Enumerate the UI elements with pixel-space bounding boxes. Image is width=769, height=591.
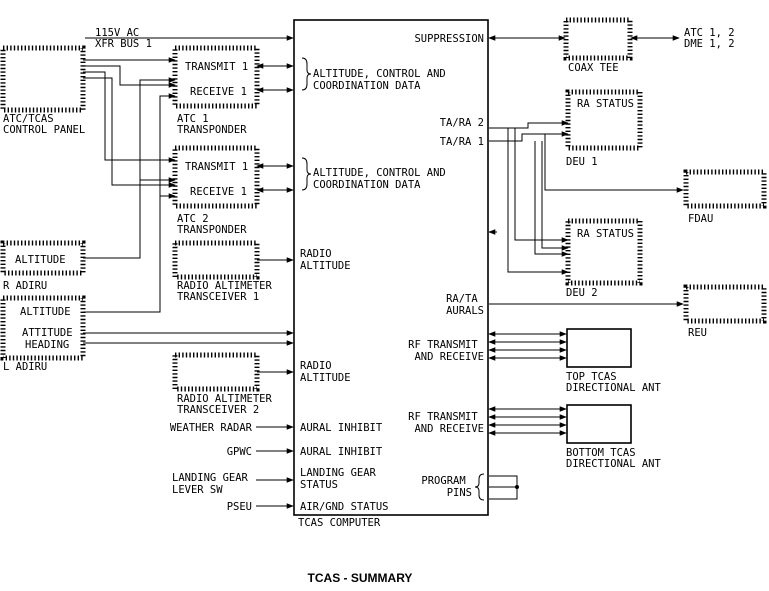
fdau-label: FDAU — [688, 213, 713, 225]
l-adiru-heading: HEADING — [25, 339, 69, 351]
r-adiru: ALTITUDE R ADIRU — [0, 77, 176, 292]
top-antenna-caption: TOP TCAS DIRECTIONAL ANT — [566, 371, 662, 394]
port-radio-altitude-1: RADIO ALTITUDE — [300, 248, 351, 272]
bottom-antenna-caption: BOTTOM TCAS DIRECTIONAL ANT — [566, 447, 662, 470]
program-pins-jumper — [474, 473, 519, 501]
diagram-caption: TCAS - SUMMARY — [308, 571, 413, 585]
bottom-tcas-antenna: BOTTOM TCAS DIRECTIONAL ANT — [488, 404, 662, 470]
radio-altimeter-2: RADIO ALTIMETER TRANSCEIVER 2 — [172, 352, 294, 416]
weather-radar-label: WEATHER RADAR — [170, 422, 253, 434]
atc2-transponder: TRANSMIT 1 RECEIVE 1 ATC 2 TRANSPONDER A… — [172, 145, 452, 236]
deu-2-caption: DEU 2 — [566, 287, 598, 299]
landing-gear-lever-label: LANDING GEAR LEVER SW — [172, 472, 254, 496]
control-panel-label: ATC/TCAS CONTROL PANEL — [3, 113, 85, 136]
atc1-data-note: ALTITUDE, CONTROL AND COORDINATION DATA — [313, 68, 452, 92]
port-ta-ra-2: TA/RA 2 — [440, 117, 484, 129]
port-air-gnd-status: AIR/GND STATUS — [300, 501, 389, 513]
atc2-receive-label: RECEIVE 1 — [190, 186, 247, 198]
port-ta-ra-1: TA/RA 1 — [440, 136, 484, 148]
l-adiru-attitude: ATTITUDE — [22, 327, 73, 339]
atc-dme-label: ATC 1, 2 DME 1, 2 — [684, 27, 741, 50]
atc2-transmit-label: TRANSMIT 1 — [185, 161, 248, 173]
l-adiru-altitude: ALTITUDE — [20, 306, 71, 318]
atc2-data-note: ALTITUDE, CONTROL AND COORDINATION DATA — [313, 167, 452, 191]
port-radio-altitude-2: RADIO ALTITUDE — [300, 360, 351, 384]
reu-label: REU — [688, 327, 707, 339]
deu-1-label: RA STATUS — [577, 98, 634, 110]
ta-ra-wiring — [488, 120, 684, 275]
r-adiru-caption: R ADIRU — [3, 280, 47, 292]
radio-altimeter-2-caption: RADIO ALTIMETER TRANSCEIVER 2 — [177, 393, 278, 416]
atc1-caption: ATC 1 TRANSPONDER — [177, 113, 247, 136]
power-input: 115V AC XFR BUS 1 — [85, 27, 294, 50]
discrete-inputs: WEATHER RADAR GPWC LANDING GEAR LEVER SW… — [170, 422, 294, 513]
deu-1: RA STATUS DEU 1 — [565, 89, 643, 168]
tcas-computer: TCAS COMPUTER RADIO ALTITUDE RADIO ALTIT… — [293, 19, 489, 529]
control-panel-wiring — [83, 57, 176, 188]
gpwc-label: GPWC — [227, 446, 252, 458]
power-label: 115V AC XFR BUS 1 — [95, 27, 152, 50]
atc1-transponder: TRANSMIT 1 RECEIVE 1 ATC 1 TRANSPONDER A… — [172, 45, 452, 136]
l-adiru: ALTITUDE ATTITUDE HEADING L ADIRU — [0, 93, 294, 373]
port-aural-inhibit-1: AURAL INHIBIT — [300, 422, 383, 434]
tcas-computer-label: TCAS COMPUTER — [298, 517, 381, 529]
radio-altimeter-1: RADIO ALTIMETER TRANSCEIVER 1 — [172, 240, 294, 303]
l-adiru-caption: L ADIRU — [3, 361, 47, 373]
port-program-pins: PROGRAM PINS — [421, 475, 472, 499]
port-suppression: SUPPRESSION — [414, 33, 484, 45]
deu-2: RA STATUS DEU 2 — [565, 218, 643, 299]
coax-tee-label: COAX TEE — [568, 62, 619, 74]
atc1-transmit-label: TRANSMIT 1 — [185, 61, 248, 73]
deu-2-label: RA STATUS — [577, 228, 634, 240]
top-tcas-antenna: TOP TCAS DIRECTIONAL ANT — [488, 328, 662, 394]
pseu-label: PSEU — [227, 501, 252, 513]
atc1-receive-label: RECEIVE 1 — [190, 86, 247, 98]
coax-tee: COAX TEE ATC 1, 2 DME 1, 2 — [488, 17, 741, 74]
r-adiru-altitude: ALTITUDE — [15, 254, 66, 266]
fdau: FDAU — [683, 169, 767, 225]
port-aural-inhibit-2: AURAL INHIBIT — [300, 446, 383, 458]
deu-1-caption: DEU 1 — [566, 156, 598, 168]
radio-altimeter-1-caption: RADIO ALTIMETER TRANSCEIVER 1 — [177, 280, 278, 303]
reu: REU — [489, 284, 767, 339]
atc2-caption: ATC 2 TRANSPONDER — [177, 213, 247, 236]
port-rf-transmit-receive-1: RF TRANSMIT AND RECEIVE — [408, 339, 484, 363]
port-rf-transmit-receive-2: RF TRANSMIT AND RECEIVE — [408, 411, 484, 435]
port-landing-gear-status: LANDING GEAR STATUS — [300, 467, 382, 491]
control-panel: ATC/TCAS CONTROL PANEL — [0, 45, 86, 136]
port-ra-ta-aurals: RA/TA AURALS — [446, 293, 484, 317]
